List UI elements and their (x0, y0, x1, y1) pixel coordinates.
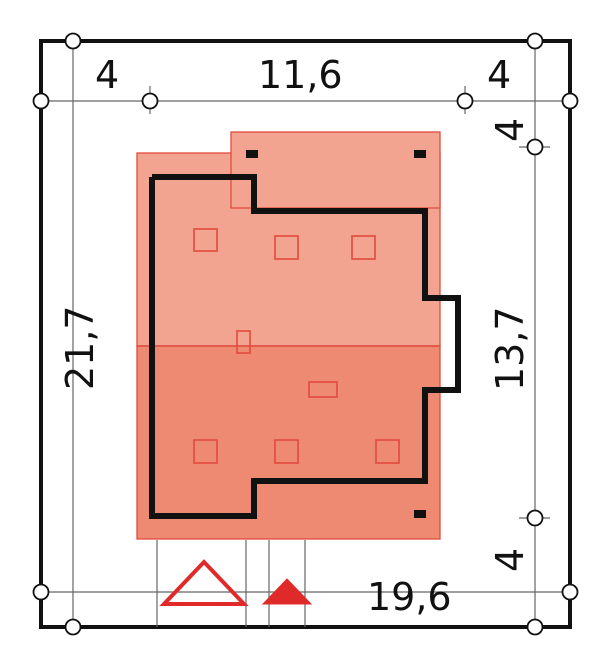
top-right-circle (526, 32, 544, 50)
dimension-top-right-setback: 4 (487, 53, 511, 97)
bottom-left-circle (64, 618, 82, 636)
roof-window-3 (351, 235, 376, 260)
roof-top-extension (230, 131, 441, 209)
marker-top-right (414, 150, 426, 158)
right-lower-circle (526, 509, 544, 527)
marker-top-left (246, 150, 258, 158)
entrance-outline-triangle (159, 559, 249, 606)
black-markers (246, 150, 426, 518)
dimension-bottom-width: 19,6 (367, 575, 452, 619)
right-top-circle (561, 92, 579, 110)
dimension-right-height: 13,7 (488, 306, 532, 391)
roof-footprint (136, 131, 441, 540)
marker-bottom-right (414, 510, 426, 518)
building-wall-outline (149, 174, 461, 519)
dimension-right-top-setback: 4 (488, 118, 532, 142)
dimension-left-height: 21,7 (58, 305, 102, 390)
right-upper-circle (526, 138, 544, 156)
top-left-circle (64, 32, 82, 50)
left-top-circle (32, 92, 50, 110)
roof-window-5 (308, 381, 338, 398)
dimension-top-left-setback: 4 (95, 53, 119, 97)
roof-window-2 (274, 235, 299, 260)
dimension-right-bottom-setback: 4 (488, 548, 532, 572)
roof-lower-area (136, 345, 441, 540)
roof-window-1 (193, 228, 218, 252)
dimension-top-width: 11,6 (258, 53, 343, 97)
roof-window-8 (375, 439, 400, 464)
right-bottom-circle (561, 583, 579, 601)
roof-window-7 (274, 439, 299, 464)
top-right-mid-circle (456, 92, 474, 110)
bottom-right-circle (526, 618, 544, 636)
roof-window-6 (193, 439, 218, 464)
reference-circles (32, 32, 579, 636)
top-left-mid-circle (141, 92, 159, 110)
roof-window-4 (236, 330, 251, 354)
entrance-filled-triangle (261, 578, 313, 605)
roof-windows (193, 228, 400, 464)
left-bottom-circle (32, 583, 50, 601)
